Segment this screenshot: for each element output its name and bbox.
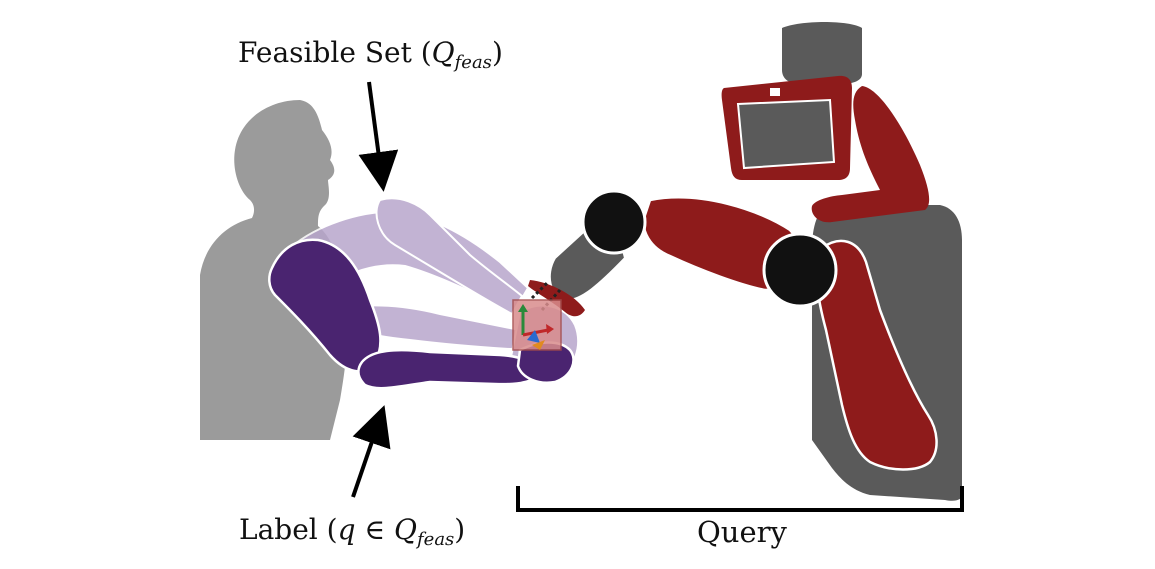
label-relation: ∈: [355, 513, 395, 546]
label-suffix: ): [454, 513, 466, 546]
elbow-joint: [581, 189, 647, 255]
feasible-set-annotation: Feasible Set (Qfeas): [238, 36, 503, 73]
label-arm-pose: [268, 238, 575, 390]
robot-joints: [581, 189, 838, 308]
robot-body: [782, 22, 962, 501]
shoulder-joint: [762, 232, 838, 308]
label-arrow: [351, 405, 391, 498]
label-annotation: Label (q ∈ Qfeas): [239, 513, 465, 550]
feasible-set-subscript: feas: [454, 52, 492, 73]
handover-frame: [512, 299, 562, 351]
feasible-set-arrow: [358, 81, 399, 192]
feasible-set-symbol: Q: [431, 36, 455, 69]
label-symbol: Q: [394, 513, 417, 546]
label-subscript: feas: [417, 529, 455, 550]
annotation-arrows: [351, 81, 399, 498]
label-prefix: Label (: [239, 513, 338, 546]
query-bracket: [516, 486, 964, 512]
robot-screen: [721, 75, 852, 180]
query-annotation: Query: [697, 515, 787, 549]
feasible-set-prefix: Feasible Set (: [238, 36, 432, 69]
feasible-set-suffix: ): [491, 36, 503, 69]
label-variable: q: [337, 513, 356, 546]
